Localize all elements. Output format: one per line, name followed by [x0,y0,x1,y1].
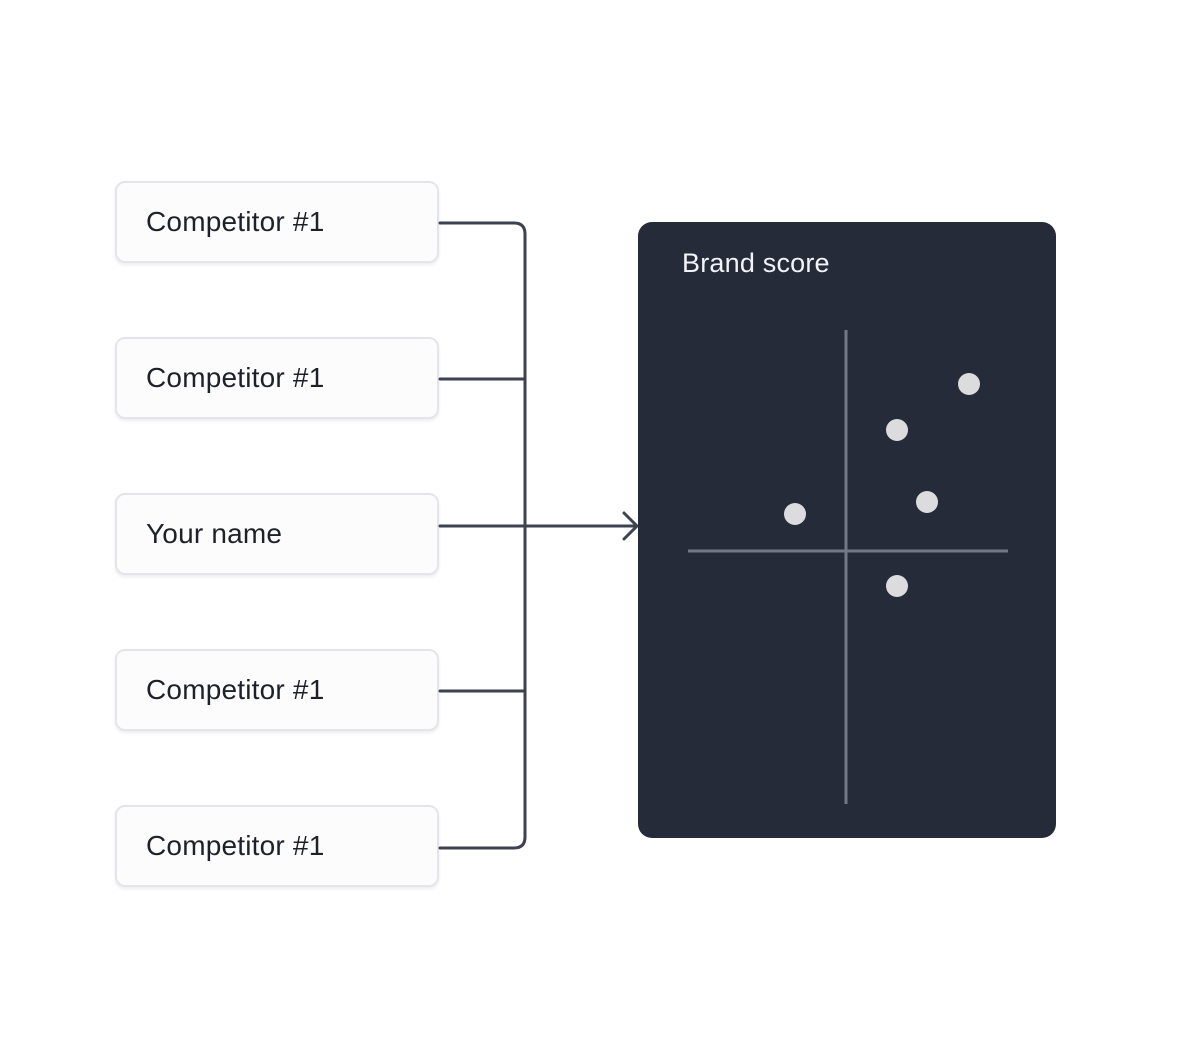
input-box-label: Your name [146,518,283,549]
input-box-label: Competitor #1 [146,362,325,393]
input-box-label: Competitor #1 [146,206,325,237]
arrow-right-icon [622,511,639,541]
score-point [916,491,938,513]
score-point [886,419,908,441]
brand-score-quadrant-plot [688,330,1008,804]
score-point [886,575,908,597]
brand-score-panel: Brand score [638,222,1056,838]
input-box-competitor-3[interactable]: Competitor #1 [115,649,439,731]
input-box-label: Competitor #1 [146,830,325,861]
brand-score-title: Brand score [682,248,830,278]
input-box-your-name[interactable]: Your name [115,493,439,575]
input-box-label: Competitor #1 [146,674,325,705]
input-box-competitor-1[interactable]: Competitor #1 [115,181,439,263]
input-box-competitor-4[interactable]: Competitor #1 [115,805,439,887]
score-point [958,373,980,395]
input-box-competitor-2[interactable]: Competitor #1 [115,337,439,419]
score-point [784,503,806,525]
connector-bracket [438,221,527,850]
